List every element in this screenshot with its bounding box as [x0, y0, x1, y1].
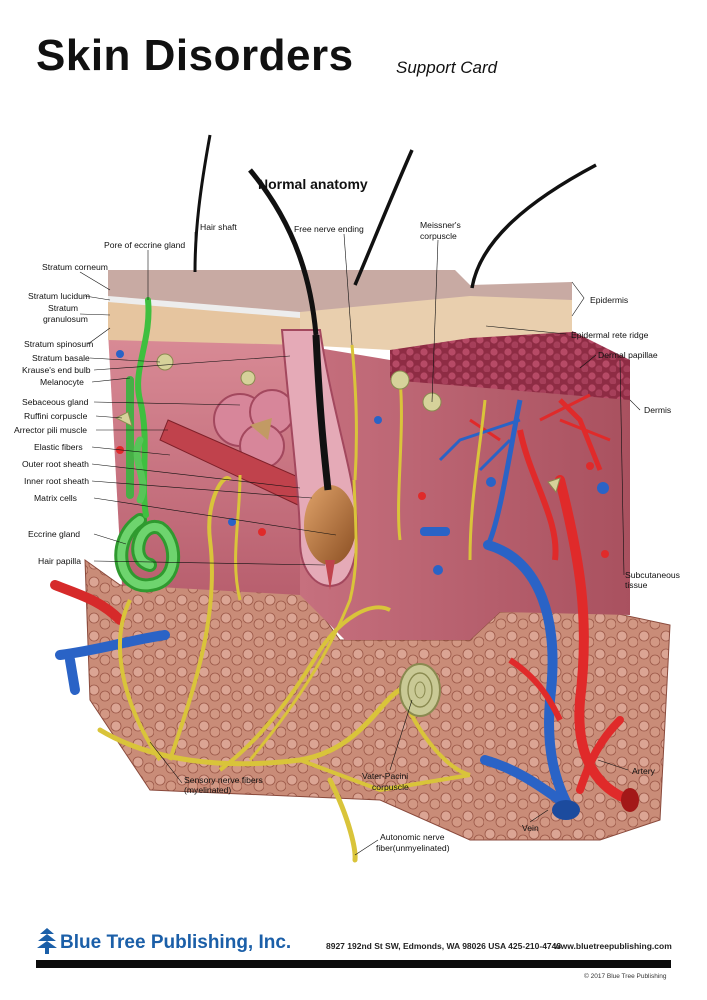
nerve-fibers [97, 344, 487, 863]
gland-ducts [126, 376, 147, 504]
dermis-cutaway [300, 345, 630, 640]
label-eccrine-gland: Eccrine gland [28, 529, 80, 539]
label-artery: Artery [632, 766, 656, 776]
footer-bar [36, 960, 671, 968]
leader-lines [79, 232, 641, 856]
label-meissner-2: corpuscle [420, 231, 457, 241]
label-vater-2: corpuscle [372, 782, 409, 792]
vessel-cross-sections [116, 350, 609, 575]
label-outer-root: Outer root sheath [22, 459, 89, 469]
label-stratum-lucidum: Stratum lucidum [28, 291, 90, 301]
label-epidermis: Epidermis [590, 295, 628, 305]
label-meissner-1: Meissner's [420, 220, 461, 230]
label-free-nerve: Free nerve ending [294, 224, 364, 234]
label-melanocyte: Melanocyte [40, 377, 84, 387]
label-dermal-papillae: Dermal papillae [598, 350, 658, 360]
label-stratum-granulosum-1: Stratum [48, 303, 78, 313]
section-title: Normal anatomy [258, 176, 368, 192]
page-subtitle: Support Card [396, 58, 498, 77]
label-hair-papilla: Hair papilla [38, 556, 81, 566]
label-sensory-1: Sensory nerve fibers [184, 775, 263, 785]
label-autonomic-2: fiber(unmyelinated) [376, 843, 450, 853]
blood-vessels [50, 393, 639, 820]
label-pore-eccrine: Pore of eccrine gland [104, 240, 185, 250]
label-autonomic-1: Autonomic nerve [380, 832, 445, 842]
label-vein: Vein [522, 823, 539, 833]
label-sensory-2: (myelinated) [184, 785, 231, 795]
label-arrector: Arrector pili muscle [14, 425, 87, 435]
label-subcutaneous-1: Subcutaneous [625, 570, 680, 580]
label-vater-1: Vater-Pacini [362, 771, 408, 781]
label-stratum-spinosum: Stratum spinosum [24, 339, 93, 349]
label-dermis: Dermis [644, 405, 671, 415]
label-stratum-granulosum-2: granulosum [43, 314, 88, 324]
label-ruffini: Ruffini corpuscle [24, 411, 88, 421]
label-elastic: Elastic fibers [34, 442, 83, 452]
label-krause: Krause's end bulb [22, 365, 91, 375]
label-hair-shaft: Hair shaft [200, 222, 237, 232]
publisher-name: Blue Tree Publishing, Inc. [60, 932, 292, 953]
label-sebaceous: Sebaceous gland [22, 397, 89, 407]
skin-anatomy-diagram: Hair shaft Pore of eccrine gland Stratum… [14, 134, 680, 863]
page-title: Skin Disorders [36, 31, 354, 80]
label-stratum-basale: Stratum basale [32, 353, 90, 363]
label-inner-root: Inner root sheath [24, 476, 89, 486]
copyright: © 2017 Blue Tree Publishing [584, 973, 667, 980]
label-matrix: Matrix cells [34, 493, 77, 503]
publisher-address: 8927 192nd St SW, Edmonds, WA 98026 USA … [326, 941, 562, 951]
label-stratum-corneum: Stratum corneum [42, 262, 108, 272]
epidermis-front [108, 300, 300, 345]
publisher-website[interactable]: www.bluetreepublishing.com [554, 941, 672, 951]
label-rete-ridge: Epidermal rete ridge [571, 330, 649, 340]
label-subcutaneous-2: tissue [625, 580, 648, 590]
dermal-papillae-surface [390, 330, 630, 400]
tree-logo-icon [37, 928, 57, 954]
hair-follicle [280, 329, 358, 590]
epidermis-side [300, 296, 572, 350]
